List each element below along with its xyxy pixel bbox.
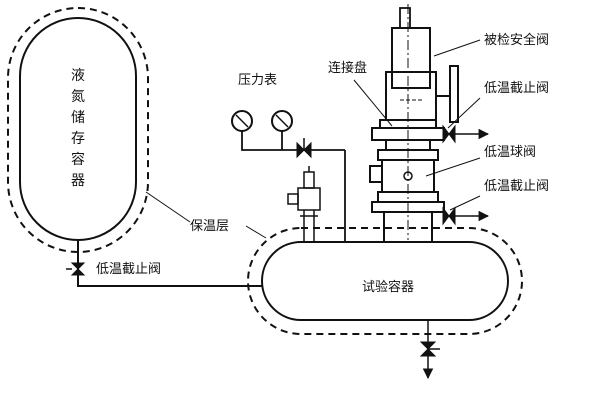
tank-label-char: 器 <box>71 173 85 189</box>
leader-lines <box>145 39 481 239</box>
drain-line <box>419 320 440 380</box>
ball-valve <box>369 139 439 203</box>
small-safety-valve <box>287 166 321 242</box>
test-vessel-label: 试验容器 <box>362 279 414 295</box>
safety-valve-label: 被检安全阀 <box>484 32 549 48</box>
top-cutoff-valve-label: 低温截止阀 <box>484 81 549 96</box>
tank-label-char: 存 <box>71 131 85 147</box>
safety-valve-under-test <box>385 7 459 123</box>
liquid-nitrogen-tank <box>7 7 149 253</box>
upper-vent-line <box>442 124 490 144</box>
feed-line <box>77 240 262 287</box>
pressure-gauges <box>231 110 345 151</box>
mid-cutoff-valve-label: 低温截止阀 <box>484 179 549 194</box>
insulation-label: 保温层 <box>190 219 229 234</box>
tank-label-char: 氮 <box>71 89 85 105</box>
lower-vent-line <box>442 206 490 226</box>
pressure-gauge-label: 压力表 <box>238 73 277 88</box>
tank-cutoff-valve-label: 低温截止阀 <box>96 262 161 277</box>
connection-plate-label: 连接盘 <box>328 60 367 76</box>
ball-valve-label: 低温球阀 <box>484 145 536 160</box>
tank-label-char: 储 <box>71 110 85 126</box>
gauge-line-valve <box>296 138 312 159</box>
tank-cutoff-valve <box>66 262 86 276</box>
tank-label-char: 容 <box>71 151 85 168</box>
tank-label-char: 液 <box>71 68 85 84</box>
